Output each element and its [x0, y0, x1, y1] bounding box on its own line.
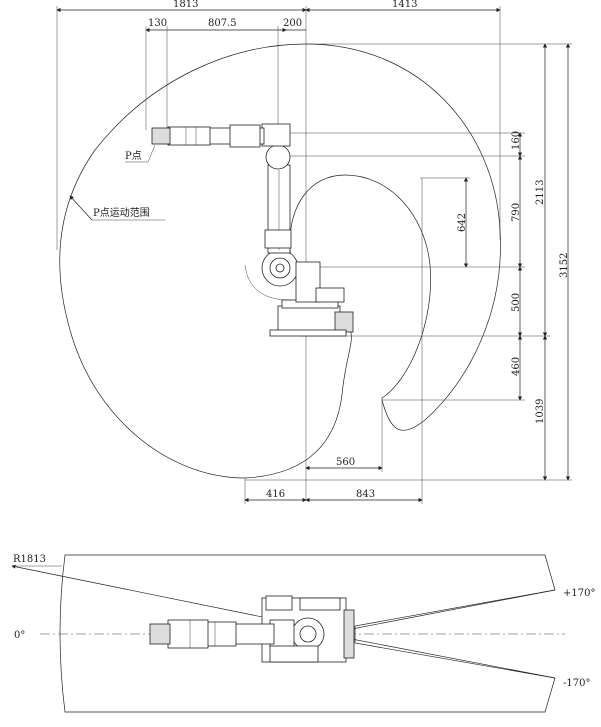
dim-1813: 1813 [173, 0, 198, 10]
dim-200: 200 [283, 18, 302, 29]
p-point-label: P点 [125, 150, 142, 162]
angle-zero-label: 0° [14, 630, 25, 641]
p-range-label: P点运动范围 [93, 206, 150, 219]
dim-1413: 1413 [392, 0, 417, 10]
dim-843: 843 [356, 489, 375, 500]
dim-642: 642 [457, 213, 468, 232]
robot-side-view [151, 123, 354, 337]
robot-top-view [149, 595, 355, 663]
dim-160: 160 [511, 131, 522, 150]
bottom-dimensions [244, 178, 423, 504]
angle-neg-label: -170° [563, 678, 590, 689]
dim-2113: 2113 [535, 180, 546, 205]
dim-3152: 3152 [559, 253, 570, 278]
top-dimensions [56, 6, 501, 500]
right-dimensions [245, 43, 572, 481]
rotation-envelope [59, 554, 556, 713]
dim-807-5: 807.5 [208, 18, 237, 29]
dim-416: 416 [266, 489, 285, 500]
angle-ray-positive [335, 589, 556, 633]
dim-130: 130 [148, 18, 167, 29]
dim-790: 790 [511, 203, 522, 222]
top-view: R1813 0° +170° -170° [11, 554, 595, 713]
side-view: 1813 130 807.5 200 1413 [56, 0, 572, 504]
dim-1039: 1039 [535, 399, 546, 424]
angle-pos-label: +170° [563, 588, 595, 599]
dim-560: 560 [336, 457, 355, 468]
dim-500: 500 [511, 293, 522, 312]
dim-460: 460 [511, 357, 522, 376]
angle-ray-negative [335, 635, 556, 679]
radius-label: R1813 [13, 554, 46, 565]
